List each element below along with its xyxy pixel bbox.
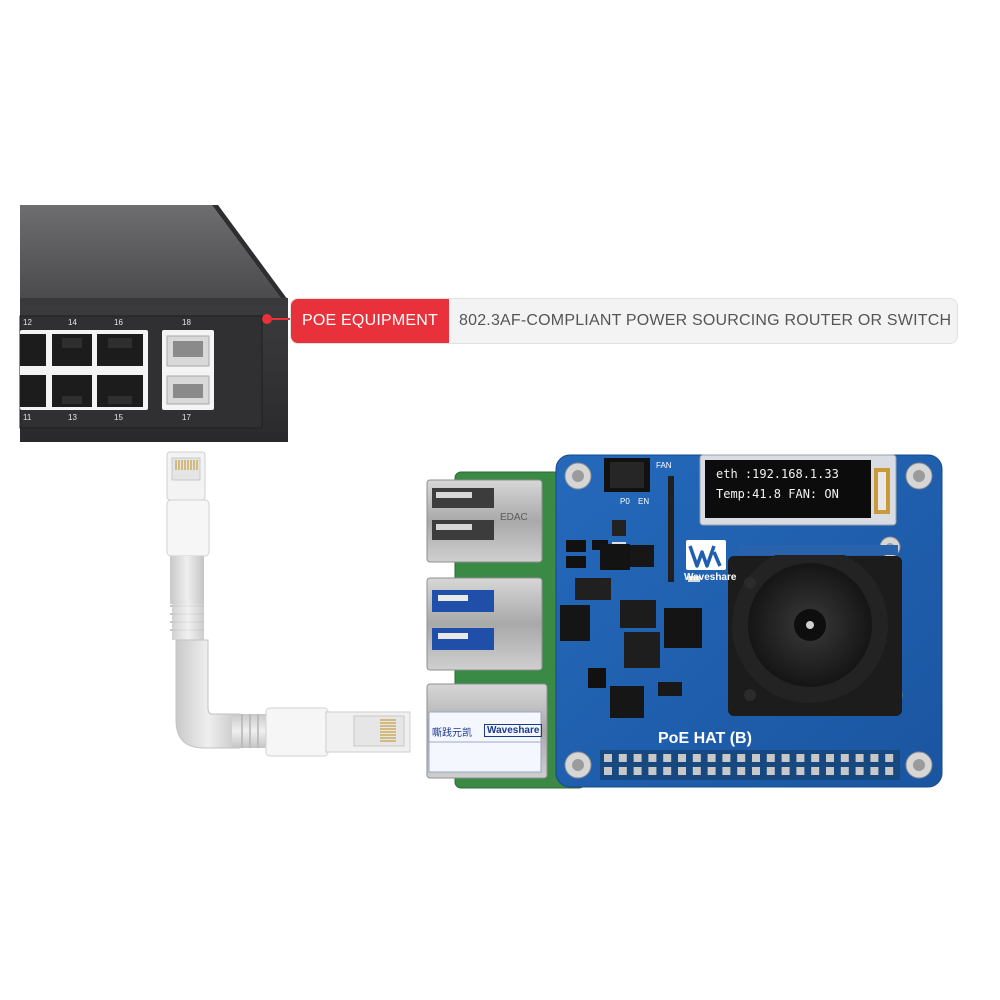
gpio-pin [737,767,746,775]
gpio-pin [885,754,894,762]
gpio-pin [633,767,642,775]
gpio-pin [870,754,879,762]
gpio-pin [678,754,686,762]
gpio-pin [796,767,805,775]
poe-hat-board [555,454,943,788]
pin-label-en: EN [638,497,650,506]
gpio-pin [840,754,849,762]
gpio-pin [885,767,894,775]
waveshare-logo [686,540,726,570]
gpio-pin [692,754,701,762]
gpio-pin [663,767,672,775]
gpio-pin [855,767,864,775]
brand-label: Waveshare [684,572,737,583]
gpio-pin [692,767,701,775]
gpio-pin [618,754,627,762]
port-number-label: 12 [23,318,32,327]
gpio-pin [781,767,790,775]
gpio-pin [781,754,790,762]
gpio-pin-header [600,750,900,780]
port-number-label: 16 [114,318,123,327]
gpio-pin [604,767,612,775]
cooling-fan [728,547,902,716]
poe-switch [19,205,288,442]
gpio-pin [826,754,834,762]
callout-tag: POE EQUIPMENT [291,299,449,343]
poe-equipment-callout: POE EQUIPMENT 802.3AF-COMPLIANT POWER SO… [290,298,958,344]
raspberry-pi-board [426,471,586,789]
fan-connector-label: FAN [656,461,672,470]
ethernet-cable [166,451,411,757]
gpio-pin [648,767,657,775]
gpio-pin [752,767,760,775]
gpio-pin [752,754,760,762]
gpio-pin [796,754,805,762]
gpio-pin [826,767,834,775]
port-number-label: 13 [68,413,77,422]
gpio-pin [722,767,731,775]
port-number-label: 17 [182,413,191,422]
ethernet-ports-block [20,330,214,410]
port-number-label: 18 [182,318,191,327]
gpio-pin [707,767,716,775]
callout-pointer-dot [262,314,272,324]
gpio-pin [840,767,849,775]
gpio-pin [618,767,627,775]
gpio-pin [604,754,612,762]
gpio-pin [737,754,746,762]
callout-pointer-line [272,318,290,320]
usb-port-label: EDAC [500,512,528,523]
gpio-pin [648,754,657,762]
gpio-pin [766,767,775,775]
gpio-pin [870,767,879,775]
gpio-pin [811,754,820,762]
gpio-pin [678,767,686,775]
port-number-label: 14 [68,318,77,327]
gpio-pin [855,754,864,762]
port-number-label: 11 [23,413,32,422]
gpio-pin [663,754,672,762]
callout-description: 802.3AF-COMPLIANT POWER SOURCING ROUTER … [459,312,952,329]
oled-status-line: Temp:41.8 FAN: ON [716,487,839,501]
port-number-label: 15 [114,413,123,422]
gpio-pin [766,754,775,762]
pin-label-p0: P0 [620,497,630,506]
oled-ip-line: eth :192.168.1.33 [716,467,839,481]
oled-display [699,454,897,526]
gpio-pin [722,754,731,762]
sticker-chinese-text: 嘶践元凯 [432,728,472,739]
board-title: PoE HAT (B) [658,730,752,747]
gpio-pin [633,754,642,762]
gpio-pin [707,754,716,762]
gpio-pin [811,767,820,775]
smd-components [560,476,898,718]
sticker-brand-text: Waveshare [484,724,543,737]
